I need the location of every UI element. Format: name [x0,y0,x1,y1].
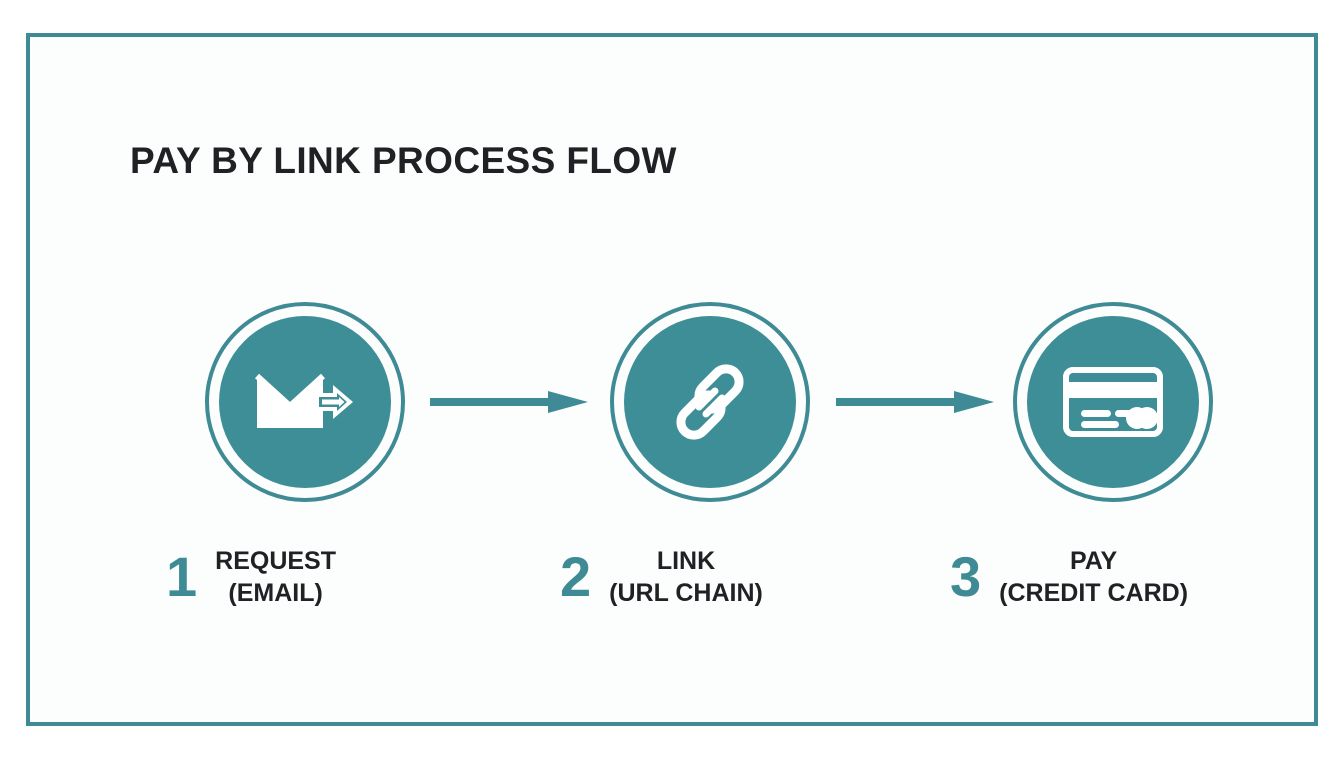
step-3-text: PAY (CREDIT CARD) [999,545,1188,609]
step-1-number: 1 [166,545,198,608]
step-2-number: 2 [560,545,592,608]
step-3-icon-circle[interactable] [1013,302,1213,502]
step-3-icon-disc [1027,316,1199,488]
step-2-icon-disc [624,316,796,488]
arrow-step1-to-step2 [430,389,590,415]
step-2-label: 2 LINK (URL CHAIN) [560,537,763,617]
credit-card-icon [1063,366,1163,438]
step-3-title: PAY [1069,547,1118,575]
step-2-text: LINK (URL CHAIN) [609,545,763,609]
step-2-icon-circle[interactable] [610,302,810,502]
step-3-subtitle: (CREDIT CARD) [999,579,1189,607]
step-1-text: REQUEST (EMAIL) [215,545,336,609]
chain-link-icon [666,358,754,446]
step-1-subtitle: (EMAIL) [228,579,323,607]
step-2-subtitle: (URL CHAIN) [609,579,763,607]
slide-frame: PAY BY LINK PROCESS FLOW [26,33,1318,726]
step-1-icon-disc [219,316,391,488]
arrow-step2-to-step3 [836,389,996,415]
step-3-label: 3 PAY (CREDIT CARD) [950,537,1188,617]
step-1-icon-circle[interactable] [205,302,405,502]
page-title: PAY BY LINK PROCESS FLOW [130,140,677,181]
step-1-label: 1 REQUEST (EMAIL) [166,537,336,617]
step-1-title: REQUEST [215,547,337,575]
process-flow-diagram: 1 REQUEST (EMAIL) 2 LINK (URL CHAIN) 3 P… [30,37,1314,722]
envelope-send-icon [253,366,357,438]
step-3-outer-ring [1013,302,1213,502]
step-3-number: 3 [950,545,982,608]
step-2-outer-ring [610,302,810,502]
step-2-title: LINK [656,547,716,575]
step-1-outer-ring [205,302,405,502]
